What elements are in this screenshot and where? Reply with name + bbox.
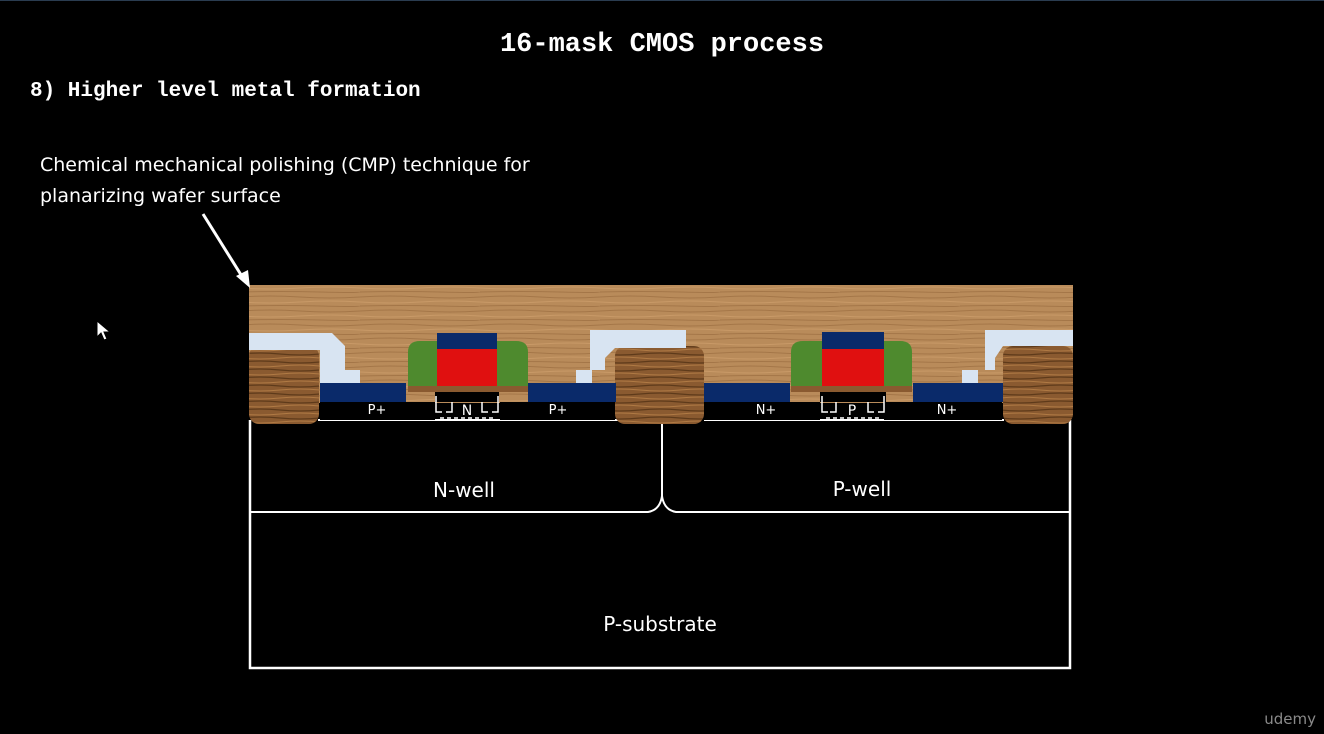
field-oxide	[249, 346, 1073, 424]
metal-interconnect	[249, 330, 1073, 383]
substrate-label: P-substrate	[603, 612, 717, 636]
pmos-drain-label: P+	[549, 403, 568, 418]
pmos-source-label: P+	[368, 403, 387, 418]
metal-contacts	[320, 383, 1003, 402]
step-heading: 8) Higher level metal formation	[30, 80, 421, 103]
pwell-label: P-well	[833, 477, 892, 501]
nmos-channel-label: P	[848, 403, 856, 419]
nmos-gate	[791, 332, 912, 402]
well-boundaries	[250, 420, 1070, 513]
pmos-gate	[408, 333, 528, 402]
annotation-line-1: Chemical mechanical polishing (CMP) tech…	[40, 154, 530, 176]
nmos-source-label: N+	[756, 403, 777, 418]
nmos-drain-label: N+	[937, 403, 958, 418]
window-top-border	[0, 0, 1324, 1]
channel-outlines	[435, 396, 885, 419]
pmos-channel-label: N	[462, 403, 472, 419]
substrate-outline	[248, 420, 1072, 670]
slide-title: 16-mask CMOS process	[499, 30, 825, 60]
udemy-watermark: udemy	[1264, 710, 1316, 728]
cmp-annotation: Chemical mechanical polishing (CMP) tech…	[40, 150, 580, 212]
annotation-arrow	[201, 213, 250, 288]
diffusion-regions	[320, 402, 1002, 420]
nwell-label: N-well	[433, 478, 495, 502]
mouse-pointer-icon	[96, 320, 112, 341]
annotation-line-2: planarizing wafer surface	[40, 185, 281, 207]
